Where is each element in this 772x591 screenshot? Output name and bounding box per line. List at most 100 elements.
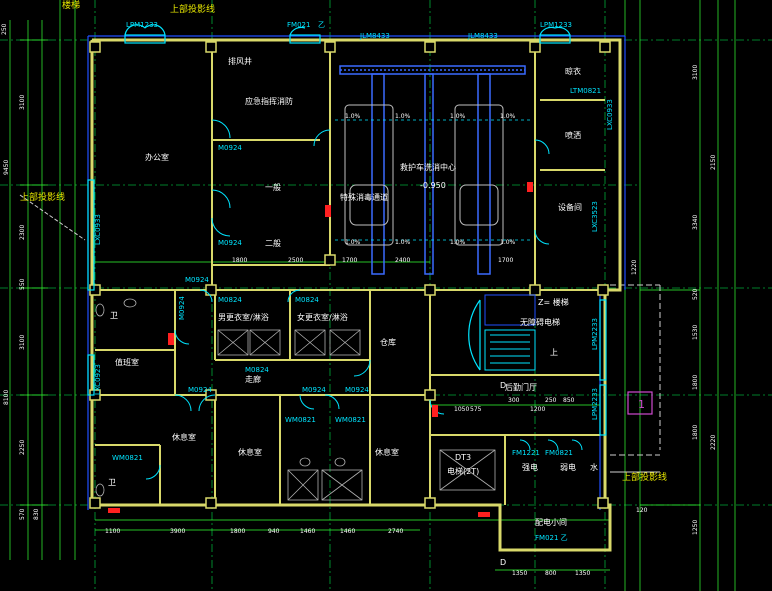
top-projection-label: 上部投影线	[170, 3, 215, 15]
room-well-3: 水	[590, 462, 598, 472]
projection-outline	[19, 194, 661, 473]
room-corridor: 走廊	[245, 374, 261, 384]
dim-left-8: 2250	[19, 440, 26, 455]
door-tag-10: M0924	[178, 296, 186, 320]
room-barrier-free-lift: 无障碍电梯	[520, 317, 560, 327]
dim-left-2: 3100	[19, 95, 26, 110]
slope-5: 1.0%	[345, 239, 361, 246]
garage-level: -0.950	[420, 181, 446, 190]
room-rest-3: 休息室	[375, 447, 399, 457]
dim-bottom-4: 940	[268, 528, 280, 535]
room-toilet-1: 卫	[110, 311, 118, 320]
vehicles	[344, 104, 504, 246]
room-duty-small: 配电小间	[535, 517, 567, 527]
dim-right-9: 2220	[710, 435, 717, 450]
slope-2: 1.0%	[395, 113, 411, 120]
room-change-female: 女更衣室/淋浴	[297, 312, 348, 322]
dim-right-1: 3100	[692, 65, 699, 80]
window-label-left-3: WM0821	[112, 454, 143, 462]
room-change-male: 男更衣室/淋浴	[218, 312, 269, 322]
grade-beam-label-1: JLM8433	[359, 32, 390, 40]
room-decon-channel: 特殊消毒通道	[340, 192, 388, 202]
door-tag-2: M0924	[218, 239, 242, 247]
dim-bottom-7: 2740	[388, 528, 403, 535]
dim-left-4: 9450	[3, 160, 10, 175]
shower-fixtures	[95, 298, 496, 501]
door-tag-13: FM1221	[512, 449, 540, 457]
elevator-tag: DT3	[455, 453, 471, 462]
room-1: 一般	[265, 182, 281, 192]
room-well-1: 强电	[522, 462, 538, 472]
outer-faces	[87, 35, 626, 510]
left-projection-label: 上部投影线	[20, 191, 65, 203]
elevator-label: 电梯(2T)	[447, 466, 479, 476]
door-tag-6: M0824	[218, 296, 242, 304]
room-toilet-2: 卫	[108, 478, 116, 487]
door-tag-5: M0924	[302, 386, 326, 394]
dim-left-5: 3100	[19, 335, 26, 350]
interior-walls	[95, 45, 605, 505]
door-tag-12: WM0821	[335, 416, 366, 424]
door-tag-15: FM021 乙	[535, 534, 568, 542]
dim-left-3: 2300	[19, 225, 26, 240]
dim-bottom2-1: 1350	[512, 570, 527, 577]
door-tag-3: M0924	[185, 276, 209, 284]
left-windows	[87, 179, 607, 436]
garage-tracks	[339, 65, 526, 275]
room-rest-2: 休息室	[238, 447, 262, 457]
dim-left-10: 830	[33, 508, 40, 520]
room-garage: 救护车洗消中心	[400, 162, 456, 172]
dim-right-10: 1250	[692, 520, 699, 535]
room-rear-hall: 后勤门厅	[505, 382, 537, 392]
door-tag-19: LPM2233	[591, 318, 599, 350]
door-tag-17: LXC3523	[591, 201, 599, 232]
dim-right-8: 2150	[710, 155, 717, 170]
stair-well	[468, 294, 536, 371]
dim-hall-1: 1050	[454, 406, 469, 413]
window-label-left-1: LXC0933	[94, 214, 102, 245]
room-fan: 排风井	[228, 56, 252, 66]
dim-mid-2: 2500	[288, 257, 303, 264]
slope-4: 1.0%	[500, 113, 516, 120]
door-tag-4: M0924	[188, 386, 212, 394]
door-tag-20: LPM2233	[591, 388, 599, 420]
door-tag-9: M0924	[345, 386, 369, 394]
dim-hall-4: 1200	[530, 406, 545, 413]
dimension-lines-left	[9, 0, 76, 560]
top-left-note: 楼梯	[62, 0, 80, 11]
grade-beam-label-2: JLM8433	[467, 32, 498, 40]
slope-7: 1.0%	[450, 239, 466, 246]
top-windows	[124, 24, 571, 44]
bottom-axis-d: D	[500, 558, 506, 567]
door-tag-7: M0824	[295, 296, 319, 304]
dim-hall-3: 300	[508, 397, 520, 404]
axis-tag: 1	[638, 398, 645, 411]
dim-bottom-5: 1460	[300, 528, 315, 535]
dim-hall-2: 575	[470, 406, 482, 413]
door-tag-16: LTM0821	[570, 87, 601, 95]
door-label-top: FM021	[287, 21, 310, 29]
dim-left-6: 550	[19, 278, 26, 290]
dim-left-1: 250	[1, 23, 8, 35]
dim-bottom2-2: 800	[545, 570, 557, 577]
dim-bottom2-3: 1350	[575, 570, 590, 577]
dim-right-3: 1220	[631, 260, 638, 275]
room-dry-area: 晾衣	[565, 66, 581, 76]
room-stair: Z= 楼梯	[538, 297, 569, 307]
door-tag-8: M0824	[245, 366, 269, 374]
dim-mid-5: 1700	[498, 257, 513, 264]
outer-walls	[90, 38, 622, 552]
columns	[89, 41, 611, 509]
dim-right-6: 1800	[692, 375, 699, 390]
dim-right-2: 3340	[692, 215, 699, 230]
drainage-lines	[335, 119, 530, 241]
door-label-top-mark: 乙	[318, 21, 325, 29]
dim-mid-3: 1700	[342, 257, 357, 264]
door-tag-18: LXC0933	[606, 99, 614, 130]
dim-bottom-2: 3900	[170, 528, 185, 535]
dimension-lines-bottom	[95, 261, 610, 571]
dimension-lines-right	[624, 0, 736, 591]
window-label-top-right: LPM1233	[540, 21, 572, 29]
dim-right-5: 1530	[692, 325, 699, 340]
